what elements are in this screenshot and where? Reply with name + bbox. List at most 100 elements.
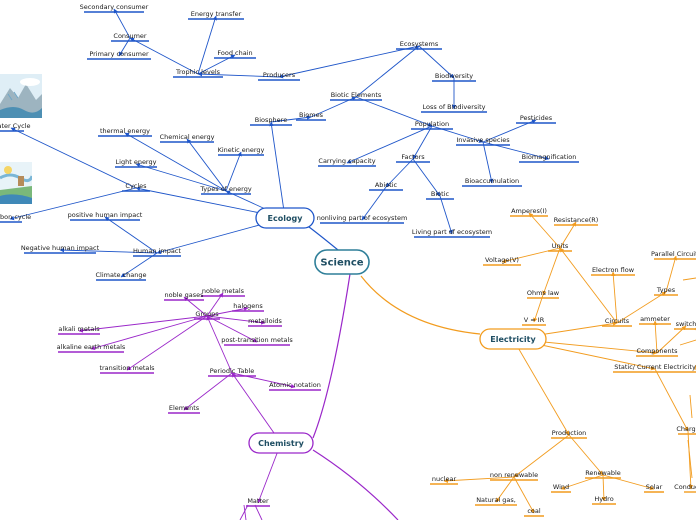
ecology-node-negative-human-impact[interactable]: Negative human impact <box>21 244 100 252</box>
electricity-node-electron-flow[interactable]: Electron flow <box>592 266 635 274</box>
chemistry-node-metalloids[interactable]: metalloids <box>248 317 282 325</box>
ecology-connector <box>129 37 199 75</box>
chemistry-offpage-connector <box>254 504 263 520</box>
electricity-node-v-ir[interactable]: V = IR <box>524 316 545 324</box>
science-center-node[interactable]: Science <box>314 249 370 275</box>
chemistry-node-alkaline-earth-metals[interactable]: alkaline earth metals <box>57 343 126 351</box>
ecology-node-food-chain[interactable]: Food chain <box>217 49 252 57</box>
ecology-node-water-cycle[interactable]: Water Cycle <box>0 122 31 130</box>
electricity-node-conductor[interactable]: Conductor <box>674 483 696 491</box>
chemistry-node-transition-metals[interactable]: transition metals <box>99 364 155 372</box>
electricity-node-natural-gas[interactable]: Natural gas, <box>476 496 516 504</box>
electricity-node-coal[interactable]: coal <box>527 507 541 515</box>
ecology-node-human-impact[interactable]: Human impact <box>133 247 181 255</box>
electricity-connector <box>665 255 678 293</box>
ecology-node-invasive-species[interactable]: Invasive species <box>456 136 510 144</box>
electricity-node-voltage[interactable]: Voltage(V) <box>485 256 519 264</box>
electricity-node-ammeter[interactable]: ammeter <box>640 315 670 323</box>
chemistry-topic-node[interactable]: Chemistry <box>248 432 314 454</box>
electricity-node-nuclear[interactable]: nuclear <box>432 475 457 483</box>
chemistry-node-elements[interactable]: Elements <box>169 404 200 412</box>
ecology-node-positive-human-impact[interactable]: positive human impact <box>68 211 143 219</box>
ecology-node-biomes[interactable]: Biomes <box>299 111 324 119</box>
ecology-node-chemical-energy[interactable]: Chemical energy <box>160 133 215 141</box>
electricity-node-non-renewable[interactable]: non renewable <box>490 471 538 479</box>
ecology-node-bioaccumulation[interactable]: Bioaccumulation <box>465 177 519 185</box>
electricity-connector <box>611 271 618 324</box>
electricity-node-components[interactable]: Components <box>636 347 678 355</box>
chemistry-node-noble-gases[interactable]: noble gases <box>165 291 205 299</box>
ecology-topic-node[interactable]: Ecology <box>255 207 315 229</box>
electricity-node-solar[interactable]: Solar <box>646 483 663 491</box>
ecology-node-secondary-consumer[interactable]: Secondary consumer <box>80 3 149 11</box>
electricity-node-hydro[interactable]: Hydro <box>594 495 613 503</box>
ecology-node-loss-of-biodiversity[interactable]: Loss of Biodiversity <box>423 103 486 111</box>
chemistry-node-alkali-metals[interactable]: alkali metals <box>58 325 100 333</box>
chemistry-node-halogens[interactable]: halogens <box>233 302 263 310</box>
ecology-node-kinetic-energy[interactable]: Kinetic energy <box>218 146 265 154</box>
electricity-node-resistance[interactable]: Resistance(R) <box>554 216 599 224</box>
electricity-node-charge[interactable]: Charge <box>676 425 696 433</box>
chemistry-node-periodic-table[interactable]: Periodic Table <box>210 367 255 375</box>
ecology-connector <box>361 186 387 221</box>
ecology-node-types-of-energy[interactable]: Types of energy <box>199 185 252 193</box>
electricity-topic-node[interactable]: Electricity <box>479 328 547 350</box>
ecology-node-abiotic[interactable]: Abiotic <box>375 181 398 189</box>
ecology-node-factors[interactable]: Factors <box>401 153 425 161</box>
chemistry-connector <box>206 306 249 317</box>
chemistry-node-atomic-notation[interactable]: Atomic notation <box>269 381 321 389</box>
chemistry-connector <box>231 372 282 444</box>
electricity-node-parallel-circuits[interactable]: Parallel Circuits <box>651 250 696 258</box>
ecology-node-biotic[interactable]: Biotic <box>431 190 450 198</box>
electricity-connector <box>559 247 618 324</box>
ecology-node-cycles[interactable]: Cycles <box>125 182 147 190</box>
ecology-node-climate-change[interactable]: Climate change <box>95 271 146 279</box>
chemistry-node-matter[interactable]: Matter <box>247 497 269 505</box>
electricity-node-switch[interactable]: switch <box>676 320 696 328</box>
chemistry-node-noble-metals[interactable]: noble metals <box>202 287 245 295</box>
chemistry-connector <box>206 315 233 374</box>
ecology-node-consumer[interactable]: Consumer <box>113 32 146 40</box>
ecology-node-light-energy[interactable]: Light energy <box>116 158 157 166</box>
ecology-connector <box>270 115 312 123</box>
electricity-connector <box>653 320 658 354</box>
electricity-node-renewable[interactable]: Renewable <box>585 469 621 477</box>
ecology-node-nonliving-part[interactable]: nonliving part of ecosystem <box>317 214 408 222</box>
electricity-node-wind[interactable]: Wind <box>553 483 569 491</box>
chemistry-connector <box>126 315 208 371</box>
ecology-connector <box>412 158 441 197</box>
electricity-node-types[interactable]: Types <box>656 286 676 294</box>
chemistry-node-groups[interactable]: Groups <box>195 310 219 318</box>
ecology-node-ecosystems[interactable]: Ecosystems <box>400 40 439 48</box>
ecology-node-energy-transfer[interactable]: Energy transfer <box>191 10 242 18</box>
ecology-node-trophic-levels[interactable]: Trophic levels <box>175 68 221 76</box>
ecology-node-biomagnification[interactable]: Biomagnification <box>522 153 577 161</box>
ecology-node-carrying-capacity[interactable]: Carrying capacity <box>318 157 375 165</box>
ecology-node-biodiversity[interactable]: Biodiversity <box>435 72 473 80</box>
electricity-connector <box>528 212 561 249</box>
ecology-connector <box>225 151 242 192</box>
electricity-offpage-connector <box>682 277 696 281</box>
ecology-node-carbon-cycle[interactable]: Carbon cycle <box>0 213 31 221</box>
electricity-node-ohms-law[interactable]: Ohms law <box>527 289 560 297</box>
ecology-node-pesticides[interactable]: Pesticides <box>520 114 553 122</box>
electricity-node-units[interactable]: Units <box>552 242 569 250</box>
chemistry-connector <box>90 315 208 351</box>
ecology-node-biosphere[interactable]: Biosphere <box>255 116 287 124</box>
ecology-node-thermal-energy[interactable]: thermal energy <box>100 127 150 135</box>
electricity-node-static-current[interactable]: Static/ Current Electricity <box>614 363 696 371</box>
electricity-trunk-connector <box>360 275 481 335</box>
ecology-connector <box>412 125 433 160</box>
chemistry-node-post-transition-metals[interactable]: post-transition metals <box>221 336 293 344</box>
electricity-node-production[interactable]: Production <box>552 429 587 437</box>
ecology-node-primary-consumer[interactable]: Primary consumer <box>89 50 149 58</box>
electricity-node-amperes[interactable]: Amperes(I) <box>511 207 547 215</box>
ecology-node-producers[interactable]: Producers <box>263 71 296 79</box>
electricity-node-circuits[interactable]: Circuits <box>605 317 630 325</box>
ecology-node-biotic-elements[interactable]: Biotic Elements <box>331 91 382 99</box>
ecology-node-living-part[interactable]: Living part of ecosystem <box>412 228 492 236</box>
electricity-connector <box>443 476 515 484</box>
ecology-connector <box>482 141 494 184</box>
ecology-node-population[interactable]: Population <box>415 120 449 128</box>
